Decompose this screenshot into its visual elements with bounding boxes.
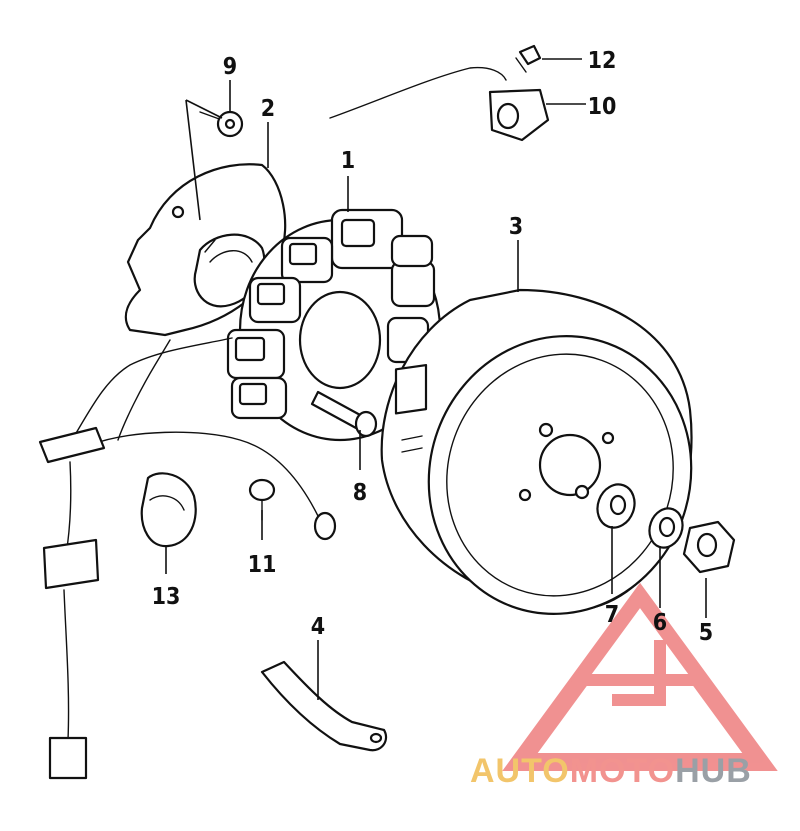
watermark-logo bbox=[502, 582, 778, 771]
generator-screw bbox=[515, 44, 542, 73]
callout-10: 10 bbox=[588, 94, 617, 120]
watermark-auto: AUTO bbox=[470, 752, 570, 790]
wire-clamp bbox=[260, 660, 388, 752]
wiring-harness bbox=[38, 337, 337, 780]
svg-text:AUTOMOTOHUB: AUTOMOTOHUB bbox=[470, 752, 752, 790]
nut-5 bbox=[682, 520, 736, 574]
callout-2: 2 bbox=[261, 96, 275, 122]
stator-bolt bbox=[310, 390, 378, 438]
callout-4: 4 bbox=[311, 614, 325, 640]
base-screw bbox=[199, 110, 244, 138]
callout-12: 12 bbox=[588, 48, 617, 74]
watermark-text: AUTOMOTOHUB bbox=[470, 752, 752, 790]
grommet bbox=[140, 472, 197, 548]
watermark-moto: MOTO bbox=[570, 752, 675, 790]
callout-labels: 1 2 3 4 5 6 7 8 9 10 11 13 12 bbox=[152, 48, 714, 646]
callout-5: 5 bbox=[699, 620, 713, 646]
stator-coil-assembly bbox=[226, 208, 442, 442]
callout-9: 9 bbox=[223, 54, 237, 80]
washer-6 bbox=[648, 507, 684, 549]
callout-13: 13 bbox=[152, 584, 181, 610]
watermark-hub: HUB bbox=[675, 752, 752, 790]
ground-screw bbox=[248, 478, 276, 521]
callout-7: 7 bbox=[605, 602, 619, 628]
callout-11: 11 bbox=[248, 552, 277, 578]
flywheel-rotor bbox=[380, 288, 693, 615]
callout-3: 3 bbox=[509, 214, 523, 240]
callout-8: 8 bbox=[353, 480, 367, 506]
washer-7 bbox=[596, 483, 636, 529]
callout-1: 1 bbox=[341, 148, 355, 174]
callout-6: 6 bbox=[653, 610, 667, 636]
leader-lines bbox=[165, 58, 707, 700]
pulse-generator bbox=[329, 66, 550, 142]
